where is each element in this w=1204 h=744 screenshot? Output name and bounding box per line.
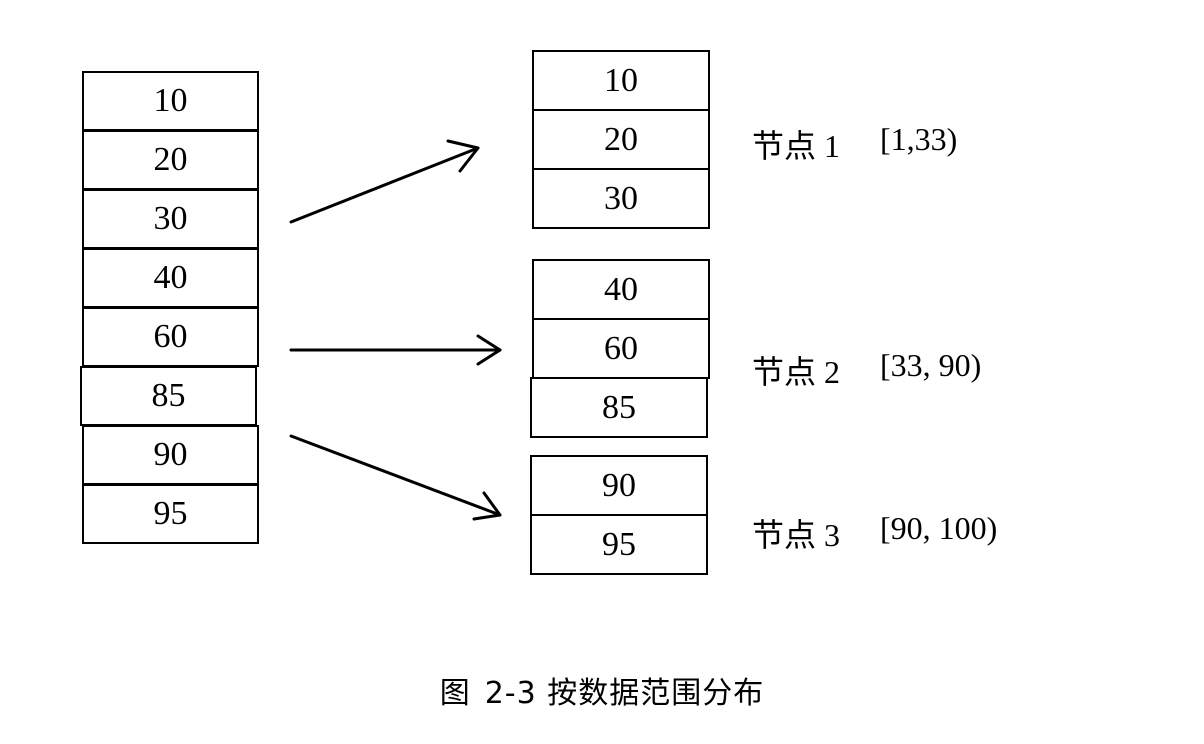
node-1-name: 节点 1: [752, 128, 841, 164]
node-1-label: 节点 1 [1,33): [752, 121, 957, 167]
node-2-range: [33, 90): [880, 347, 982, 383]
node-1-cell: 20: [532, 109, 710, 170]
arrow-head-node-3: [472, 491, 502, 521]
arrow-to-node-3: [289, 434, 502, 517]
arrow-head-node-1: [446, 139, 480, 173]
source-cell: 40: [82, 248, 259, 308]
node-2-label: 节点 2 [33, 90): [752, 347, 981, 393]
node-3-cell: 95: [530, 514, 708, 575]
arrow-head-node-2: [476, 334, 502, 366]
node-3-range: [90, 100): [880, 510, 998, 546]
node-2-cell: 40: [532, 259, 710, 320]
node-1-cell: 10: [532, 50, 710, 111]
figure-caption-text: 2-3 按数据范围分布: [484, 676, 765, 711]
node-2-cell: 60: [532, 318, 710, 379]
node-3-label: 节点 3 [90, 100): [752, 510, 997, 556]
source-cell: 60: [82, 307, 259, 367]
source-cell: 10: [82, 71, 259, 131]
figure-caption: 图 2-3 按数据范围分布: [0, 668, 1204, 712]
node-3-name: 节点 3: [752, 517, 841, 553]
node-2-name: 节点 2: [752, 354, 841, 390]
figure-label: 图: [439, 676, 471, 711]
node-2-cell: 85: [530, 377, 708, 438]
source-cell: 95: [82, 484, 259, 544]
node-1-range: [1,33): [880, 121, 958, 157]
arrow-to-node-1: [289, 146, 480, 224]
source-cell: 30: [82, 189, 259, 249]
source-cell: 85: [80, 366, 257, 426]
node-1-cell: 30: [532, 168, 710, 229]
source-cell: 90: [82, 425, 259, 485]
node-3-cell: 90: [530, 455, 708, 516]
